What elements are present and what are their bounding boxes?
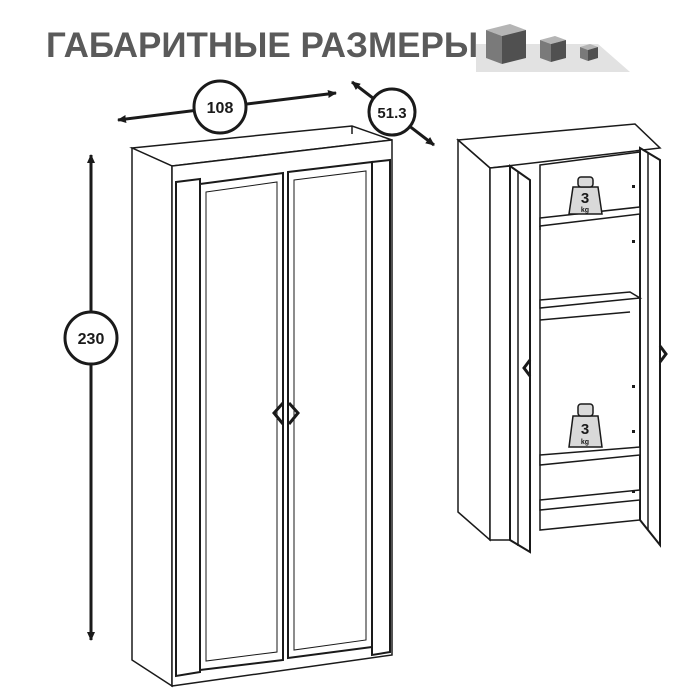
page-title: ГАБАРИТНЫЕ РАЗМЕРЫ	[46, 26, 478, 65]
width-label-circle	[192, 79, 248, 135]
weight-top-value: 3	[581, 190, 589, 207]
height-label-circle	[63, 310, 119, 366]
shelf-bottom	[539, 446, 641, 466]
depth-label-circle	[367, 87, 417, 137]
shelf-floor	[539, 489, 641, 511]
open-left-handle-icon	[522, 359, 532, 377]
open-left-door	[509, 164, 531, 554]
height-dimension: 230	[63, 154, 119, 641]
weight-icon-top: 3 kg	[568, 176, 603, 215]
weight-bottom-value: 3	[581, 421, 589, 438]
height-value: 230	[78, 331, 105, 348]
header: ГАБАРИТНЫЕ РАЗМЕРЫ	[46, 24, 630, 72]
shelf-top	[539, 206, 641, 230]
left-door	[199, 171, 284, 672]
shelf-pins	[632, 185, 635, 493]
depth-dimension: 51.3	[351, 80, 435, 147]
open-right-handle-icon	[658, 345, 668, 363]
width-dimension: 108	[117, 79, 337, 135]
open-wardrobe-side	[457, 138, 491, 542]
weight-icon-bottom: 3 kg	[568, 403, 603, 448]
closed-wardrobe-side	[131, 146, 173, 688]
diamond-handle-icon	[272, 401, 300, 425]
width-value: 108	[207, 100, 234, 117]
open-right-door	[639, 146, 661, 548]
right-stile	[371, 158, 391, 657]
cubes-icon	[476, 24, 630, 72]
right-door	[287, 160, 373, 660]
depth-value: 51.3	[377, 105, 406, 122]
weight-top-unit: kg	[581, 207, 589, 214]
left-stile	[175, 177, 201, 678]
closed-wardrobe	[129, 125, 393, 688]
weight-bottom-unit: kg	[581, 439, 589, 446]
open-wardrobe	[456, 123, 668, 554]
shelf-middle	[539, 291, 643, 321]
